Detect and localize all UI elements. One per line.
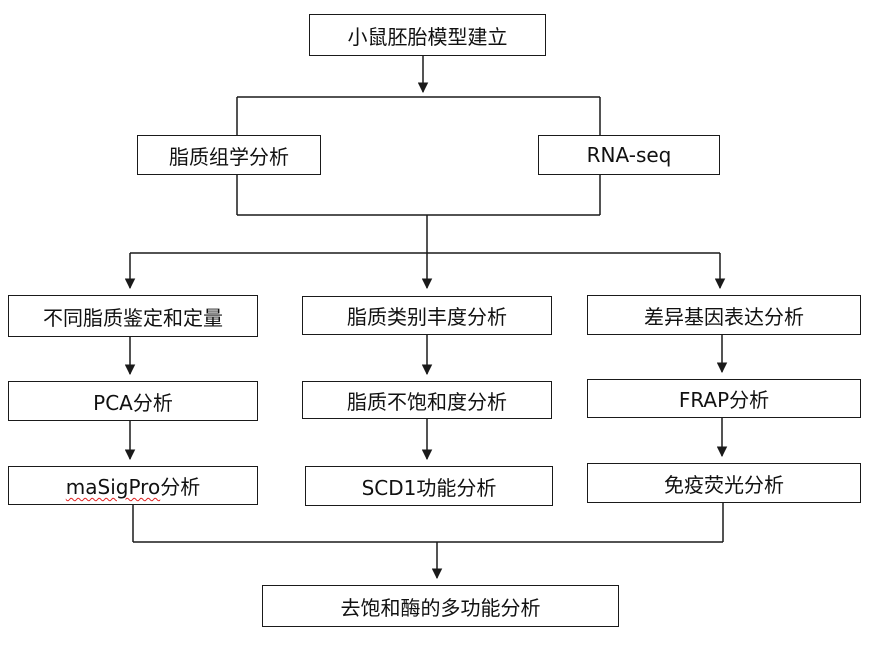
box-frap: FRAP分析 [587, 379, 861, 418]
box-masigpro-label: maSigPro分析 [66, 471, 200, 500]
box-lipid-identification-label: 不同脂质鉴定和定量 [43, 305, 223, 330]
box-lipid-class-abundance-label: 脂质类别丰度分析 [347, 305, 507, 329]
box-masigpro-suffix: 分析 [160, 475, 201, 499]
box-rnaseq: RNA-seq [538, 135, 720, 175]
box-lipid-identification: 不同脂质鉴定和定量 [8, 295, 258, 337]
box-pca: PCA分析 [8, 381, 258, 421]
box-desaturase-function-label: 去饱和酶的多功能分析 [340, 595, 541, 620]
box-lipid-class-abundance: 脂质类别丰度分析 [302, 296, 552, 335]
box-frap-label: FRAP分析 [678, 388, 770, 412]
box-scd1-function-label: SCD1功能分析 [361, 475, 497, 500]
box-rnaseq-label: RNA-seq [586, 143, 672, 167]
box-pca-label: PCA分析 [93, 390, 173, 415]
box-differential-expression-label: 差异基因表达分析 [644, 304, 804, 329]
box-masigpro: maSigPro分析 [8, 466, 258, 505]
box-model-setup: 小鼠胚胎模型建立 [309, 14, 546, 56]
box-immunofluorescence: 免疫荧光分析 [587, 463, 861, 503]
box-model-setup-label: 小鼠胚胎模型建立 [347, 24, 508, 49]
spellcheck-underlined-word: maSigPro [65, 475, 161, 499]
box-desaturase-function: 去饱和酶的多功能分析 [262, 585, 619, 627]
box-differential-expression: 差异基因表达分析 [587, 295, 861, 335]
box-lipidomics: 脂质组学分析 [137, 135, 321, 175]
box-immunofluorescence-label: 免疫荧光分析 [664, 472, 784, 497]
box-lipid-unsaturation-label: 脂质不饱和度分析 [347, 389, 507, 414]
box-lipidomics-label: 脂质组学分析 [169, 144, 289, 169]
box-lipid-unsaturation: 脂质不饱和度分析 [302, 381, 552, 419]
box-scd1-function: SCD1功能分析 [305, 466, 553, 506]
